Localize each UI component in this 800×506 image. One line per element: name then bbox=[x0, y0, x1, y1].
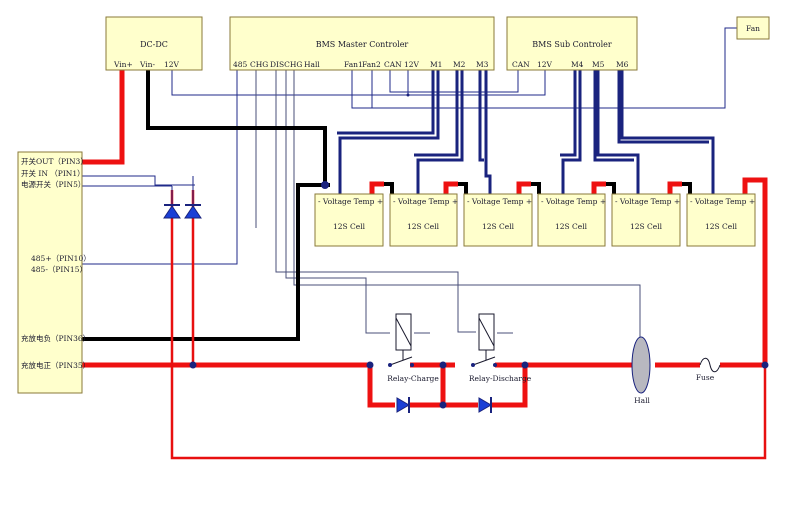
sub-pin-12v: 12V bbox=[537, 60, 553, 69]
master-pin-m2: M2 bbox=[453, 60, 466, 69]
bms-sub-controller: BMS Sub Controler CAN 12V M4 M5 M6 bbox=[506, 16, 638, 71]
cell-3-label: 12S Cell bbox=[482, 222, 515, 231]
pin-10-label: 485+（PIN10） bbox=[31, 254, 91, 263]
master-pin-485: 485 bbox=[233, 60, 248, 69]
junction-dots bbox=[189, 93, 769, 409]
pin-1-label: 开关 IN （PIN1） bbox=[21, 168, 85, 178]
cell-4-label: 12S Cell bbox=[555, 222, 588, 231]
hall-sensor: Hall bbox=[631, 336, 651, 405]
cell-1-header: - Voltage Temp + bbox=[318, 197, 383, 206]
bypass-diodes bbox=[396, 397, 492, 413]
cell-6: - Voltage Temp + 12S Cell bbox=[686, 193, 756, 247]
signal-wires bbox=[65, 27, 738, 340]
master-pin-can: CAN bbox=[384, 60, 402, 69]
sub-pin-m6: M6 bbox=[616, 60, 629, 69]
master-pin-m1: M1 bbox=[430, 60, 442, 69]
master-pin-12v: 12V bbox=[404, 60, 420, 69]
dcdc-pin-12v: 12V bbox=[164, 60, 180, 69]
pin-5-label: 电源开关（PIN5） bbox=[21, 179, 85, 189]
cell-5-label: 12S Cell bbox=[630, 222, 663, 231]
dcdc-pin-vin-plus: Vin+ bbox=[113, 60, 133, 69]
master-pin-hall: Hall bbox=[304, 60, 320, 69]
fuse: Fuse bbox=[696, 357, 721, 382]
sub-pin-can: CAN bbox=[512, 60, 530, 69]
hall-label: Hall bbox=[634, 396, 650, 405]
pin-35-label: 充放电正（PIN35） bbox=[21, 360, 90, 370]
cell-5-header: - Voltage Temp + bbox=[615, 197, 680, 206]
sub-pin-m5: M5 bbox=[592, 60, 605, 69]
cell-2: - Voltage Temp + 12S Cell bbox=[389, 193, 458, 247]
relay-discharge: Relay-Discharge bbox=[469, 313, 532, 383]
pin-3-label: 开关OUT（PIN3） bbox=[21, 156, 88, 166]
master-pin-fan1: Fan1 bbox=[344, 60, 363, 69]
sub-title: BMS Sub Controler bbox=[532, 40, 612, 49]
cell-6-label: 12S Cell bbox=[705, 222, 738, 231]
master-pin-dischg: DISCHG bbox=[270, 60, 302, 69]
master-pin-chg: CHG bbox=[250, 60, 268, 69]
diode-pair bbox=[163, 176, 202, 219]
master-pin-m3: M3 bbox=[476, 60, 489, 69]
fan-label: Fan bbox=[746, 24, 760, 33]
cell-1: - Voltage Temp + 12S Cell bbox=[314, 193, 384, 247]
diode-1 bbox=[163, 205, 181, 219]
cell-5: - Voltage Temp + 12S Cell bbox=[611, 193, 681, 247]
cell-3: - Voltage Temp + 12S Cell bbox=[463, 193, 533, 247]
connector-box: 开关OUT（PIN3） 开关 IN （PIN1） 电源开关（PIN5） 485+… bbox=[17, 151, 91, 394]
sub-pin-m4: M4 bbox=[571, 60, 584, 69]
cell-4: - Voltage Temp + 12S Cell bbox=[537, 193, 606, 247]
dcdc-title: DC-DC bbox=[140, 40, 168, 49]
bypass-diode-discharge bbox=[478, 397, 492, 413]
relay-discharge-label: Relay-Discharge bbox=[469, 374, 532, 383]
fan: Fan bbox=[736, 16, 770, 40]
pin-15-label: 485-（PIN15） bbox=[31, 265, 87, 274]
positive-power-wires bbox=[82, 70, 768, 460]
dcdc-pin-vin-minus: Vin- bbox=[139, 60, 156, 69]
dcdc-converter: DC-DC Vin+ Vin- 12V bbox=[105, 16, 203, 71]
bms-master-controller: BMS Master Controler 485 CHG DISCHG Hall… bbox=[229, 16, 495, 71]
negative-power-wire bbox=[82, 70, 330, 341]
cell-3-header: - Voltage Temp + bbox=[467, 197, 532, 206]
relay-charge: Relay-Charge bbox=[387, 313, 439, 383]
master-title: BMS Master Controler bbox=[316, 40, 409, 49]
cell-2-header: - Voltage Temp + bbox=[393, 197, 458, 206]
master-pin-fan2: Fan2 bbox=[362, 60, 381, 69]
cell-1-label: 12S Cell bbox=[333, 222, 366, 231]
bypass-diode-charge bbox=[396, 397, 410, 413]
cell-2-label: 12S Cell bbox=[407, 222, 440, 231]
pin-36-label: 充放电负（PIN36） bbox=[21, 333, 90, 343]
monitor-harnesses bbox=[337, 70, 715, 194]
diode-2 bbox=[184, 205, 202, 219]
relay-charge-label: Relay-Charge bbox=[387, 374, 439, 383]
fuse-label: Fuse bbox=[696, 373, 715, 382]
cell-4-header: - Voltage Temp + bbox=[541, 197, 606, 206]
cell-6-header: - Voltage Temp + bbox=[690, 197, 755, 206]
